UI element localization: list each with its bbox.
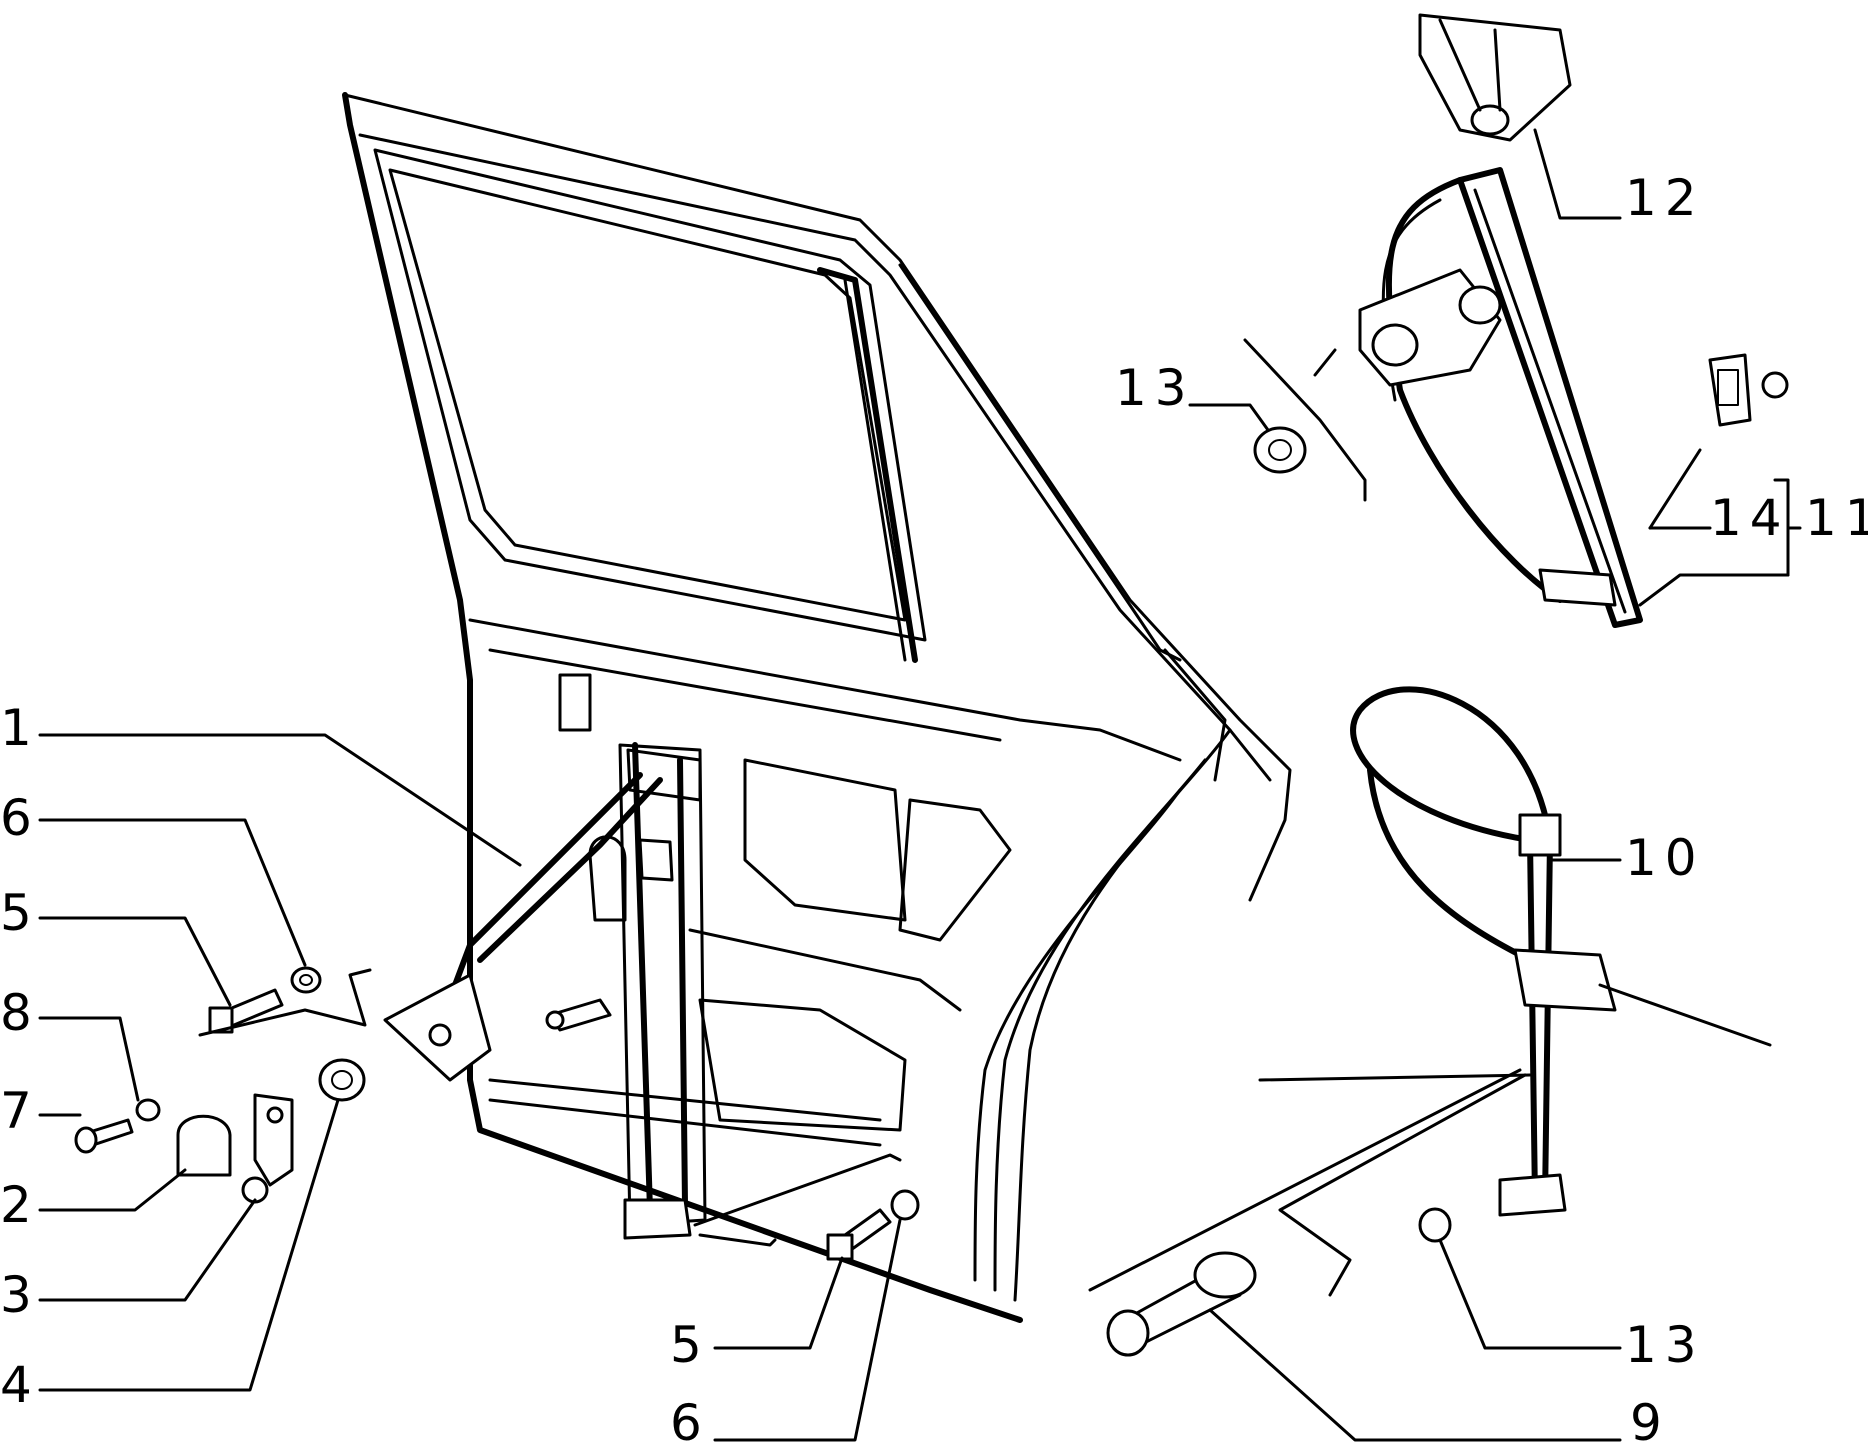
nut-13a xyxy=(1253,426,1307,474)
manual-window-regulator xyxy=(383,742,707,1240)
callout-5a: 5 xyxy=(0,884,40,942)
callout-14: 14 xyxy=(1710,489,1790,547)
bolt-5a xyxy=(208,988,284,1034)
callout-5b: 5 xyxy=(670,1316,710,1374)
callout-10: 10 xyxy=(1625,829,1705,887)
callout-4: 4 xyxy=(0,1356,40,1414)
callout-8: 8 xyxy=(0,984,40,1042)
nut-13b xyxy=(1418,1207,1452,1243)
callout-2: 2 xyxy=(0,1176,40,1234)
callout-12: 12 xyxy=(1625,169,1705,227)
callout-11: 11 xyxy=(1805,489,1868,547)
callout-6b: 6 xyxy=(670,1394,710,1444)
callout-9: 9 xyxy=(1630,1394,1670,1444)
lever-9 xyxy=(1106,1251,1257,1357)
washer-6b xyxy=(890,1189,920,1221)
bracket-12 xyxy=(1418,13,1572,142)
callout-13b: 13 xyxy=(1625,1316,1705,1374)
bolt-5b xyxy=(826,1208,892,1261)
callout-13a: 13 xyxy=(1115,359,1195,417)
nut-4 xyxy=(318,1058,366,1102)
callout-labels: 1 6 5 8 7 2 3 4 5 6 9 13 13 10 12 14 11 xyxy=(0,169,1868,1444)
callout-3: 3 xyxy=(0,1266,40,1324)
clip-14 xyxy=(1708,353,1789,427)
callout-7: 7 xyxy=(0,1082,40,1140)
cable-regulator-10 xyxy=(1350,686,1772,1217)
callout-1: 1 xyxy=(0,699,40,757)
cap-2 xyxy=(176,1114,232,1177)
washer-8 xyxy=(135,1098,161,1122)
bracket-3 xyxy=(241,1093,294,1204)
leader-lines xyxy=(38,128,1802,1442)
callout-6a: 6 xyxy=(0,789,40,847)
wiring-stub-2 xyxy=(1313,348,1337,377)
door-shell xyxy=(342,92,1292,1323)
wiring-stub xyxy=(1243,338,1367,502)
electric-regulator-11 xyxy=(1358,167,1643,628)
washer-6a xyxy=(290,966,322,994)
screw-7 xyxy=(74,1118,134,1154)
